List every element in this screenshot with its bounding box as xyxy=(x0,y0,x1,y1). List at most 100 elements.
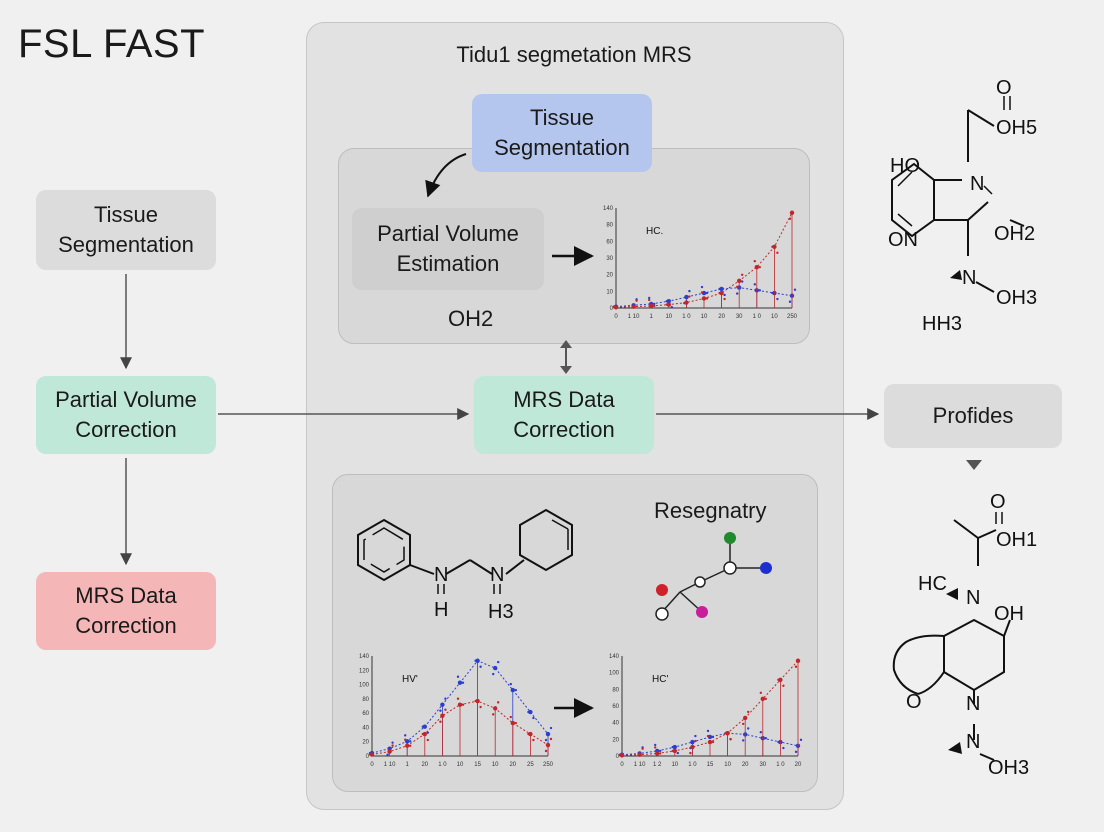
scatter-point xyxy=(793,288,797,291)
data-point xyxy=(422,731,427,737)
mol-top-oh5: OH5 xyxy=(996,117,1037,139)
scatter-point xyxy=(788,300,792,303)
scatter-point xyxy=(492,713,495,716)
scatter-point xyxy=(497,701,500,704)
blue-dot xyxy=(760,562,772,574)
profiles-down-triangle xyxy=(966,460,982,470)
center-mrs-data-correction[interactable]: MRS Data Correction xyxy=(474,376,654,454)
y-tick-label: 80 xyxy=(612,687,619,693)
scatter-point xyxy=(759,691,762,695)
y-tick-label: 80 xyxy=(606,223,613,229)
scatter-point xyxy=(456,675,460,678)
magenta-dot xyxy=(696,606,708,618)
y-tick-label: 60 xyxy=(362,711,369,717)
scatter-point xyxy=(368,753,372,756)
scatter-point xyxy=(747,727,750,730)
x-tick-label: 15 xyxy=(474,762,481,768)
scatter-point xyxy=(782,746,785,750)
data-point xyxy=(457,702,463,707)
scatter-point xyxy=(665,299,668,303)
data-point xyxy=(684,294,689,300)
x-tick-label: 1 10 xyxy=(384,762,396,768)
x-tick-label: 1 0 xyxy=(688,762,697,768)
y-tick-label: 40 xyxy=(612,721,619,727)
x-tick-label: 1 10 xyxy=(634,762,646,768)
scatter-point xyxy=(771,291,774,295)
data-point xyxy=(789,210,795,215)
data-point xyxy=(719,286,724,292)
data-point xyxy=(631,304,636,309)
x-tick-label: 250 xyxy=(543,762,554,768)
scatter-point xyxy=(706,729,710,733)
left-partial-volume-correction[interactable]: Partial Volume Correction xyxy=(36,376,216,454)
x-tick-label: 1 2 xyxy=(653,762,662,768)
scatter-point xyxy=(718,291,721,295)
scatter-point xyxy=(665,303,668,306)
chart-label: HV' xyxy=(402,674,418,685)
scatter-point xyxy=(456,697,460,700)
data-point xyxy=(440,713,445,718)
scatter-point xyxy=(654,746,657,749)
scatter-point xyxy=(711,735,715,739)
scatter-point xyxy=(404,738,407,741)
mol-bottom-oh: OH xyxy=(994,603,1024,625)
scatter-point xyxy=(764,737,767,740)
data-point xyxy=(369,752,375,757)
left-mrs-data-correction[interactable]: MRS Data Correction xyxy=(36,572,216,650)
scatter-point xyxy=(705,291,709,295)
y-tick-label: 100 xyxy=(609,671,620,677)
data-point xyxy=(649,303,654,309)
mol-bottom-o: O xyxy=(990,491,1006,513)
x-tick-label: 10 xyxy=(771,314,778,320)
y-tick-label: 0 xyxy=(610,306,614,312)
scatter-point xyxy=(514,688,517,692)
y-tick-label: 100 xyxy=(359,683,370,689)
scatter-point xyxy=(549,737,553,741)
data-point xyxy=(510,687,515,693)
x-tick-label: 20 xyxy=(718,314,725,320)
data-point xyxy=(457,680,463,685)
data-point xyxy=(619,753,625,758)
data-point xyxy=(475,698,480,704)
data-point xyxy=(637,752,642,757)
scatter-point xyxy=(742,722,745,726)
scatter-point xyxy=(648,298,651,302)
molecule-bottom: O OH1 HC N OH O N N OH3 xyxy=(892,491,1037,779)
y-tick-label: 140 xyxy=(609,654,620,660)
center-tissue-segmentation[interactable]: Tissue Segmentation xyxy=(472,94,652,172)
scatter-point xyxy=(741,280,744,283)
amine-n2: N xyxy=(490,564,504,586)
scatter-point xyxy=(758,289,761,292)
scatter-point xyxy=(479,705,482,709)
mol-bottom-oh3: OH3 xyxy=(988,757,1029,779)
x-tick-label: 0 xyxy=(620,762,624,768)
x-tick-label: 20 xyxy=(742,762,749,768)
x-tick-label: 10 xyxy=(701,314,708,320)
x-tick-label: 1 0 xyxy=(438,762,447,768)
scatter-point xyxy=(641,747,644,750)
scatter-point xyxy=(409,744,412,747)
x-tick-label: 30 xyxy=(736,314,743,320)
mol-bottom-hc: HC xyxy=(918,573,947,595)
profiles-box[interactable]: Profides xyxy=(884,384,1062,448)
scatter-point xyxy=(653,304,656,308)
data-point xyxy=(422,724,427,729)
scatter-point xyxy=(794,750,798,754)
amine-n1: N xyxy=(434,564,448,586)
data-point xyxy=(440,702,445,707)
scatter-point xyxy=(659,749,662,753)
scatter-point xyxy=(532,716,535,720)
data-point xyxy=(760,696,765,702)
data-point xyxy=(666,302,671,307)
scatter-point xyxy=(391,744,394,747)
partial-volume-estimation[interactable]: Partial Volume Estimation xyxy=(352,208,544,290)
data-point xyxy=(743,715,748,721)
y-tick-label: 20 xyxy=(362,740,369,746)
y-tick-label: 80 xyxy=(362,697,369,703)
scatter-point xyxy=(705,297,709,300)
mol-top-on: ON xyxy=(888,229,918,251)
data-point xyxy=(613,305,619,310)
left-tissue-segmentation[interactable]: Tissue Segmentation xyxy=(36,190,216,270)
scatter-point xyxy=(799,738,803,742)
